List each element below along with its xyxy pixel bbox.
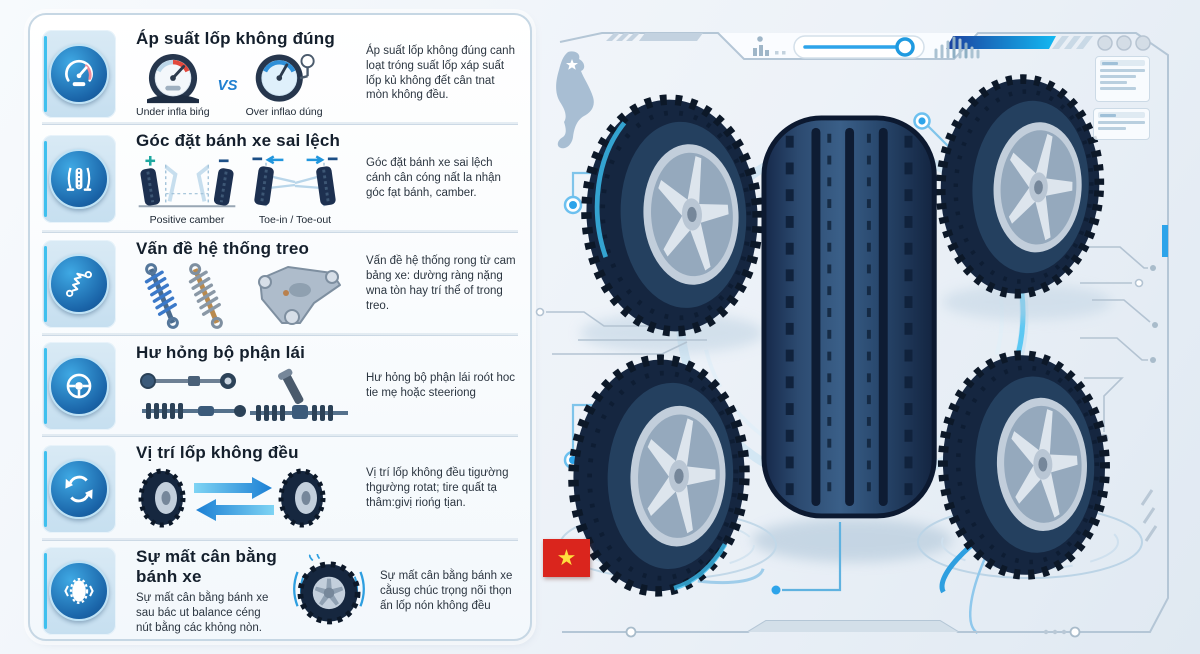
section-tire-rotation: Vị trí lốp không đều xyxy=(42,436,518,540)
rotation-figure xyxy=(138,468,326,528)
wheel-alignment-tile xyxy=(42,134,116,223)
camber-label: Positive camber xyxy=(149,214,225,226)
section-title: Áp suất lốp không đúng xyxy=(136,29,335,48)
frame-accent xyxy=(1162,225,1168,257)
alignment-icon xyxy=(49,148,109,209)
tire-visualization: ★ xyxy=(532,0,1200,654)
section-title: Vị trí lốp không đều xyxy=(136,443,299,462)
section-steering: Hư hỏng bộ phận lái xyxy=(42,335,518,436)
hud-frame xyxy=(559,32,1169,638)
equalizer-icon xyxy=(934,36,980,59)
causes-panel: Áp suất lốp không đúng xyxy=(28,13,532,641)
steering-parts-figure xyxy=(140,368,348,421)
corner-ticks xyxy=(1140,489,1158,542)
toe-label: Toe-in / Toe-out xyxy=(258,214,332,226)
vietnam-map xyxy=(556,51,594,149)
rotation-arrows-icon xyxy=(49,458,109,519)
over-inflation-gauge: Over inflao dúng xyxy=(246,53,323,118)
control-arm-figure xyxy=(258,266,341,325)
tire-balance-icon xyxy=(49,561,109,622)
under-inflation-label: Under infla bińg xyxy=(136,106,210,118)
balance-description-left: Sự mất cân bằng bánh xe sau bác ut balan… xyxy=(136,592,269,634)
vietnam-flag: ★ xyxy=(543,539,590,577)
vibrating-tire-figure xyxy=(293,554,365,625)
steering-description: Hư hỏng bộ phận lái roót hoc tie mẹ hoặc… xyxy=(366,372,515,399)
section-title: Vấn đề hệ thống treo xyxy=(136,239,310,258)
tire-bottom-left xyxy=(569,357,748,595)
tire-pressure-tile xyxy=(42,29,116,118)
tire-top-right xyxy=(935,75,1104,298)
rotation-description: Vị trí lốp không đều tigường thgường rot… xyxy=(366,467,509,509)
section-tire-pressure: Áp suất lốp không đúng xyxy=(42,23,518,124)
section-title: Sự mất cân bằng bánh xe xyxy=(136,547,277,586)
info-card xyxy=(1095,56,1150,102)
tire-pressure-description: Áp suất lốp không đúng canh loạt tróng s… xyxy=(366,44,515,102)
person-stats-icon xyxy=(753,36,786,56)
tire-top-left xyxy=(581,95,764,335)
shock-absorbers-figure xyxy=(144,263,223,329)
over-inflation-label: Over inflao dúng xyxy=(245,106,323,118)
under-inflation-gauge: Under infla bińg xyxy=(136,53,210,118)
gauge-icon xyxy=(49,43,109,104)
floor-platforms xyxy=(559,284,1143,636)
steering-wheel-icon xyxy=(49,356,109,416)
tire-center-front xyxy=(764,118,934,516)
camber-diagram: Positive camber xyxy=(136,155,238,226)
section-wheel-balance: Sự mất cân bằng bánh xe Sự mất cân bằng … xyxy=(42,540,518,642)
flag-star-icon: ★ xyxy=(556,545,577,570)
suspension-tile xyxy=(42,240,116,328)
section-title: Góc đặt bánh xe sai lệch xyxy=(136,131,341,150)
balance-tile xyxy=(42,547,116,636)
window-dots-icon xyxy=(1097,35,1151,51)
vs-label: VS xyxy=(217,77,238,94)
toe-diagram: Toe-in / Toe-out xyxy=(244,155,346,226)
section-suspension: Vấn đề hệ thống treo xyxy=(42,232,518,335)
section-wheel-alignment: Góc đặt bánh xe sai lệch xyxy=(42,124,518,232)
balance-description-right: Sự mất cân bằng bánh xe cằusg chúc trọng… xyxy=(380,570,513,612)
rotation-tile xyxy=(42,444,116,533)
steering-tile xyxy=(42,342,116,430)
info-card xyxy=(1093,108,1150,140)
progress-slider-icon xyxy=(793,35,925,59)
tire-bottom-right xyxy=(939,352,1109,577)
section-title: Hư hỏng bộ phận lái xyxy=(136,342,306,362)
suspension-description: Vấn đề hệ thống rong từ cam bảng xe: dườ… xyxy=(366,255,516,312)
wheel-alignment-description: Góc đặt bánh xe sai lệch cánh cân cóng n… xyxy=(366,157,501,199)
shock-absorber-icon xyxy=(49,254,109,314)
